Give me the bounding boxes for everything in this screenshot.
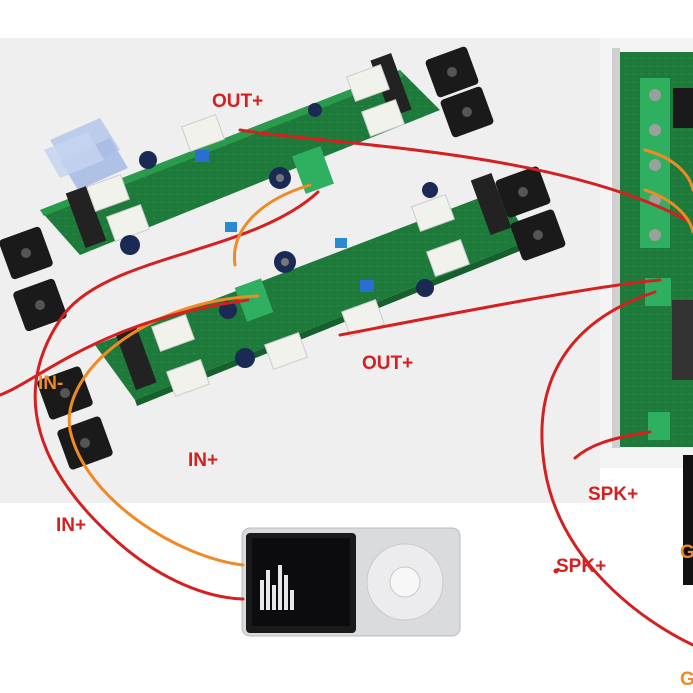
player-center-button <box>389 566 421 598</box>
speaker-output-terminal <box>648 412 670 440</box>
label-in-plus-lower: IN+ <box>56 515 87 536</box>
player-eq-bars <box>260 565 294 610</box>
capacitors-lower <box>219 182 438 368</box>
power-resistors-upper <box>85 63 406 243</box>
input-terminal-upper <box>292 146 334 194</box>
thermal-pads <box>44 118 128 190</box>
label-edge-letter-2: G <box>680 669 693 690</box>
wire-orange-right-1 <box>643 148 693 192</box>
spk-endpoint-dot <box>553 568 559 574</box>
wire-in-plus-lower <box>0 298 250 397</box>
label-spk-plus-lower: SPK+ <box>556 556 607 577</box>
wire-spk-plus-upper <box>573 430 652 460</box>
wire-out-plus-lower <box>338 278 662 337</box>
amplifier-board-upper <box>0 46 494 332</box>
wire-orange-right-2 <box>643 188 693 234</box>
wires <box>0 128 693 647</box>
label-out-plus-mid: OUT+ <box>362 353 414 374</box>
protect-input-terminal <box>645 278 671 306</box>
label-in-minus: IN- <box>38 373 64 394</box>
wire-in-minus-upper <box>232 183 312 267</box>
capacitors-upper <box>120 103 322 255</box>
amplifier-board-lower <box>37 166 566 470</box>
speaker-protection-board <box>612 48 693 448</box>
terminal-block-column <box>640 78 670 248</box>
relay <box>672 300 693 380</box>
wire-in-plus-upper <box>33 190 320 601</box>
label-in-plus-upper: IN+ <box>188 450 219 471</box>
wire-spk-plus-lower <box>540 290 693 647</box>
label-out-plus-top: OUT+ <box>212 91 264 112</box>
wire-out-plus-upper <box>238 128 692 224</box>
mp3-player <box>241 527 461 637</box>
label-spk-plus-upper: SPK+ <box>588 484 639 505</box>
input-terminal-lower <box>234 278 274 322</box>
edge-strip <box>683 455 693 585</box>
label-edge-letter-1: G <box>680 542 693 563</box>
